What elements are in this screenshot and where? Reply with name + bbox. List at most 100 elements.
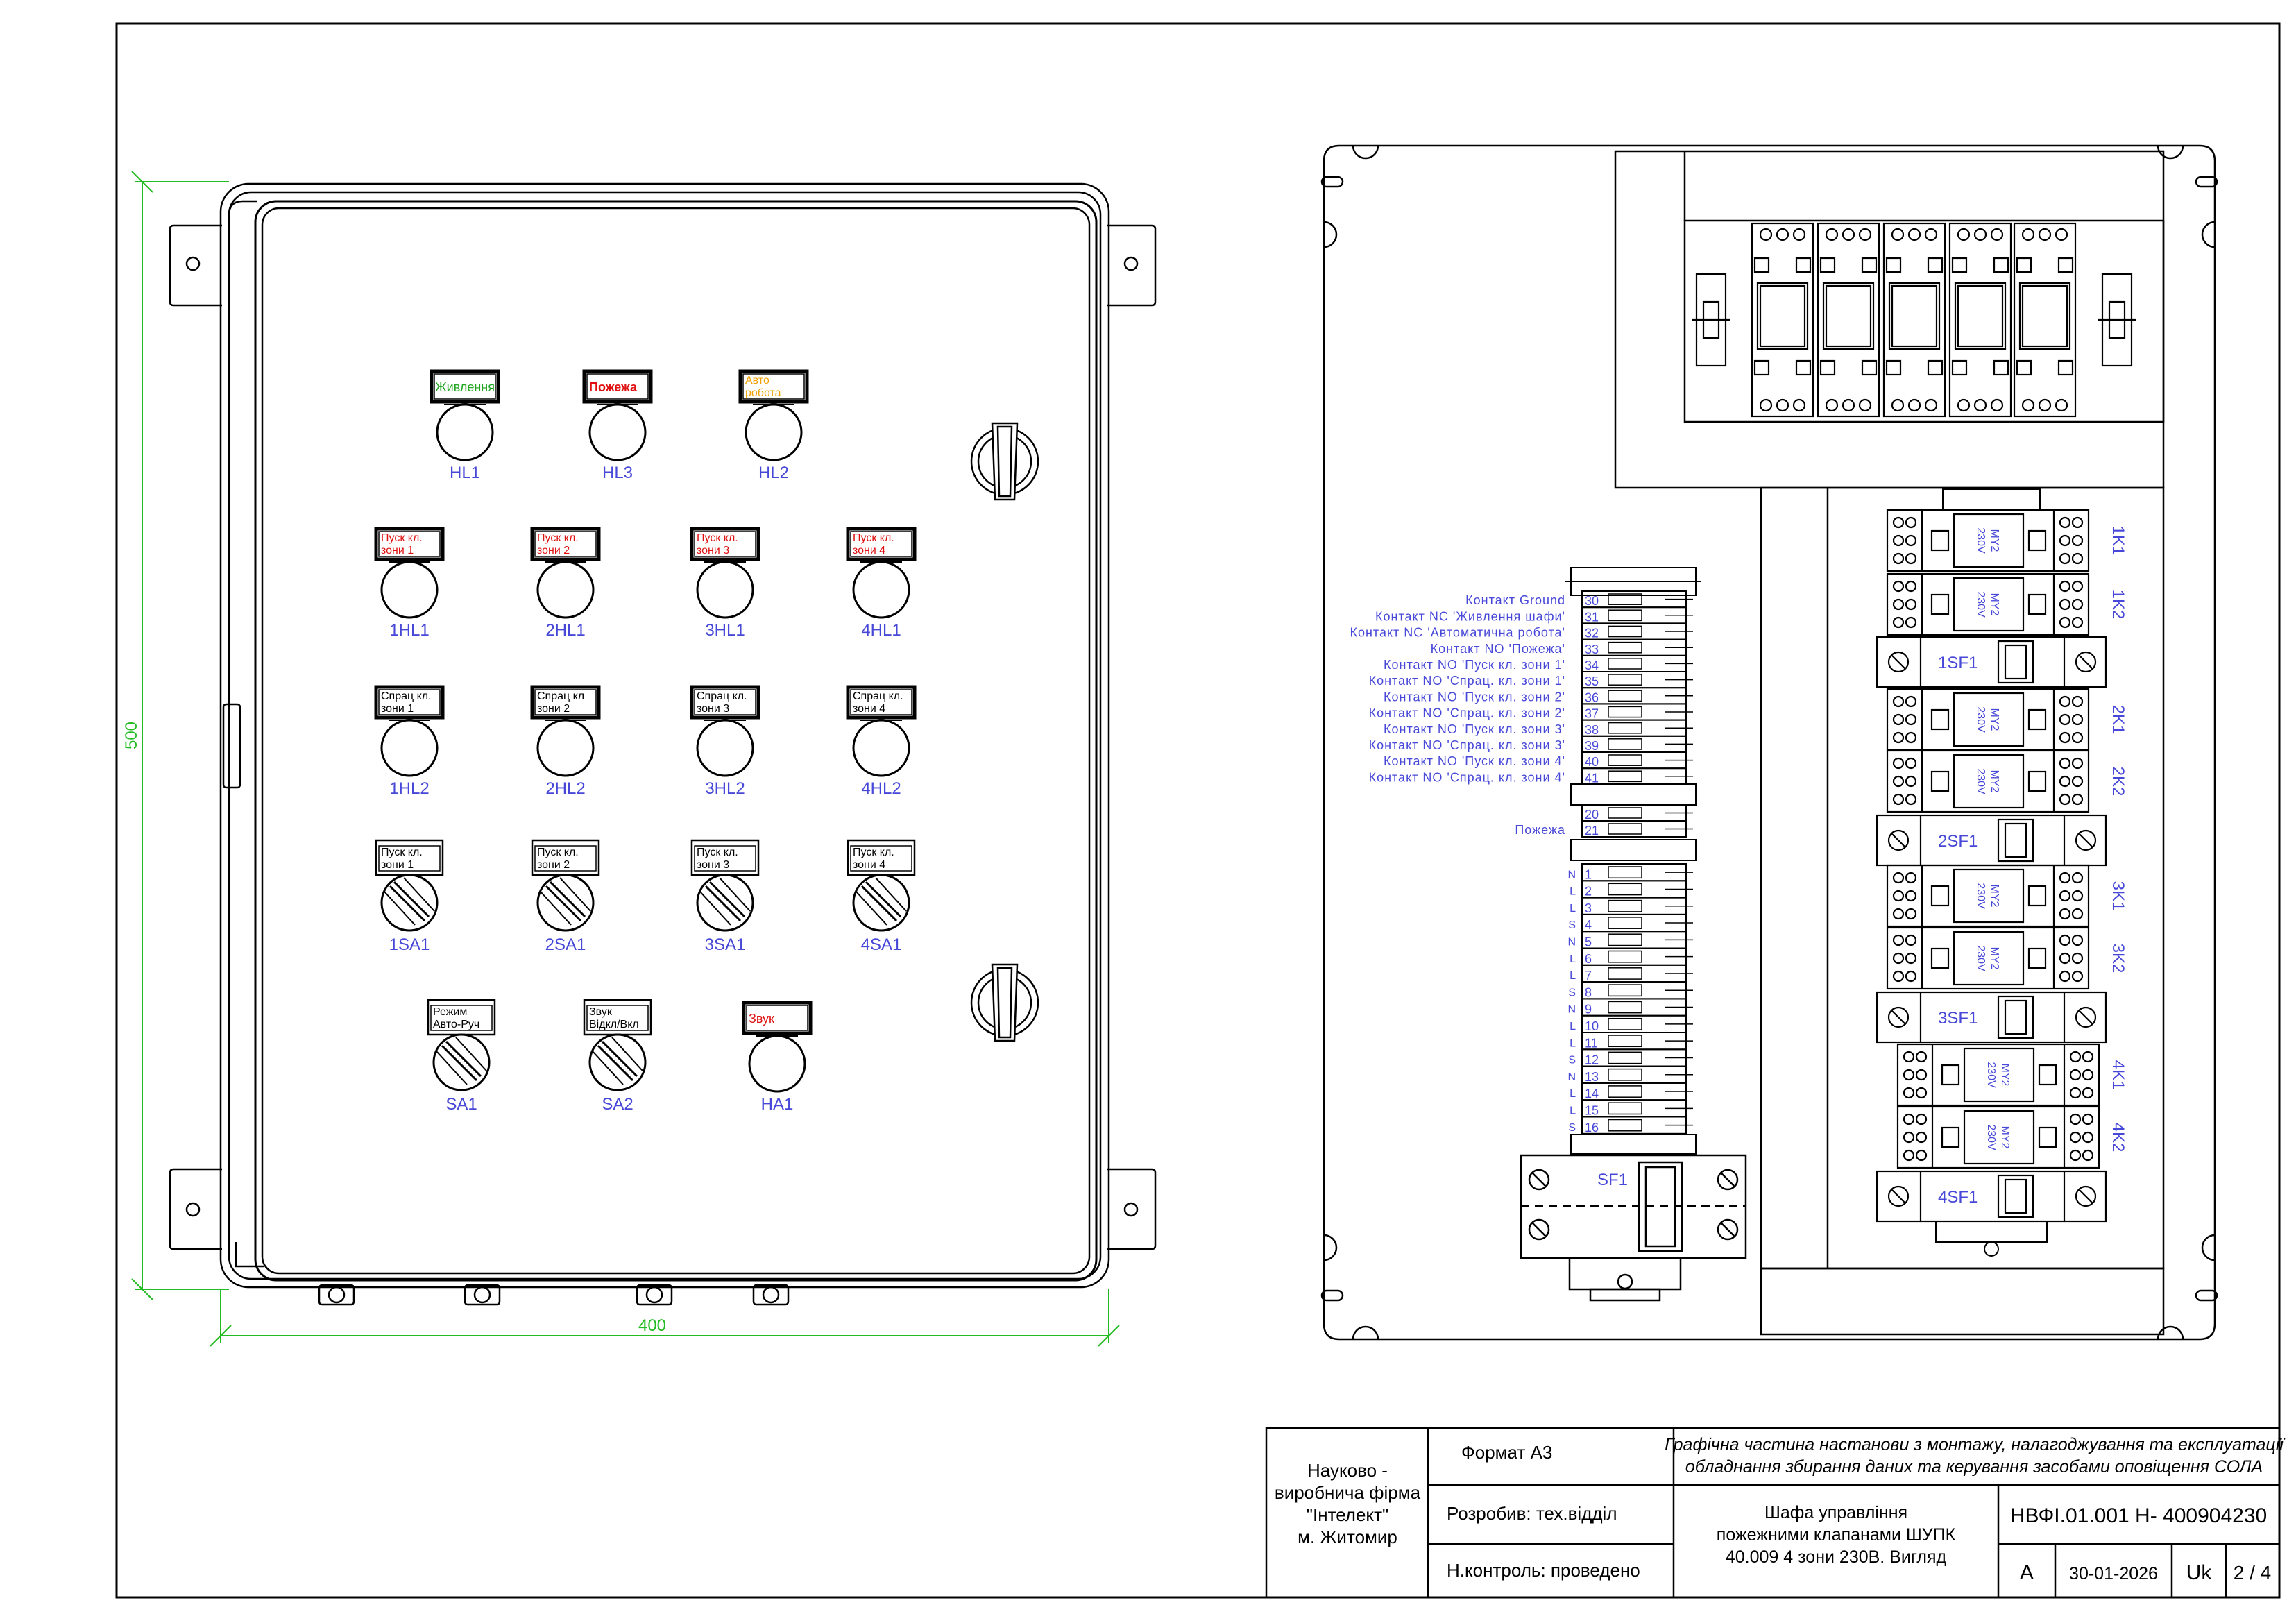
device-label-text: Спрац кл: [537, 690, 584, 702]
device-tag: SA1: [445, 1095, 477, 1114]
rotary-switch-icon: [588, 1033, 647, 1091]
terminal-number: 14: [1585, 1087, 1599, 1101]
device-label-plate: [690, 685, 760, 720]
terminal-description: L: [1570, 1088, 1576, 1100]
device-tag: 2HL1: [545, 621, 585, 640]
terminal-number: 35: [1585, 674, 1599, 688]
indicator-lamp-icon: [380, 719, 439, 777]
terminal-number: 21: [1585, 824, 1599, 838]
relay-model-text: MY2: [1999, 1064, 2011, 1087]
terminal-description: L: [1570, 1105, 1576, 1117]
terminal-rail: [1565, 567, 1701, 1155]
device-label-text: Спрац кл.: [853, 690, 903, 702]
rotary-switch-icon: [432, 1033, 491, 1091]
terminal-description: N: [1567, 869, 1576, 881]
device-tag: 1SA1: [389, 935, 430, 954]
relay-model-text: MY2: [1989, 770, 2000, 793]
terminal-6: 6L: [1570, 947, 1693, 966]
terminal-number: 20: [1585, 808, 1599, 822]
document-code: НВФІ.01.001 Н- 400904230: [2010, 1504, 2267, 1527]
terminal-number: 8: [1585, 985, 1592, 999]
terminal-5: 5N: [1567, 931, 1693, 949]
device-label-text: Пуск кл.: [697, 532, 738, 544]
terminal-number: 7: [1585, 969, 1592, 983]
doc-title-line2: обладнання збирання даних та керування з…: [1685, 1457, 2263, 1477]
terminal-8: 8S: [1568, 981, 1693, 999]
terminal-number: 16: [1585, 1121, 1599, 1135]
terminal-description: Контакт NO 'Спрац. кл. зони 2': [1369, 706, 1565, 720]
end-stop: [1692, 273, 1730, 367]
terminal-number: 2: [1585, 885, 1592, 899]
relay-model-text: MY2: [1989, 529, 2000, 552]
terminal-description: N: [1567, 937, 1576, 949]
terminal-2: 2L: [1570, 880, 1693, 899]
terminal-description: L: [1570, 903, 1576, 915]
rotary-switch-icon: [536, 874, 595, 932]
terminal-description: Контакт NO 'Пожежа': [1431, 642, 1565, 656]
device-label-plate: [742, 1001, 813, 1035]
door-lock-bottom-icon: [970, 963, 1039, 1042]
terminal-16: 16 S: [1568, 1116, 1693, 1135]
device-label-plate: [530, 527, 601, 561]
terminal-3: 3L: [1570, 897, 1693, 915]
dimension-width-label: 400: [638, 1316, 666, 1335]
relay-rail-top: [1942, 488, 2041, 511]
device-label-text: Відкл/Вкл: [589, 1019, 639, 1030]
indicator-lamp-icon: [696, 561, 754, 619]
terminal-description: Контакт NC 'Живлення шафи': [1375, 609, 1565, 623]
relay-tag: 4K2: [2109, 1123, 2127, 1153]
device-tag: 4HL2: [861, 779, 901, 798]
device-tag: HL3: [602, 464, 633, 482]
language-code: Uk: [2186, 1561, 2213, 1584]
device-label-plate: [690, 527, 760, 561]
sheet-title-line2: пожежними клапанами ШУПК: [1717, 1525, 1956, 1545]
terminal-number: 36: [1585, 690, 1599, 704]
relay-voltage-text: 230V: [1975, 706, 1987, 733]
indicator-lamp-icon: [852, 719, 910, 777]
device-label-text: зони 1: [381, 545, 414, 556]
relay-model-text: MY2: [1989, 593, 2000, 616]
terminal-1: 1N: [1567, 863, 1693, 881]
terminal-description: Контакт Ground: [1465, 593, 1565, 607]
relay-tag: 1K1: [2109, 526, 2127, 556]
terminal-description: Контакт NO 'Пуск кл. зони 2': [1384, 690, 1565, 704]
cable-glands: [318, 1284, 790, 1306]
mount-hole-icon: [1123, 1202, 1139, 1217]
relay-voltage-text: 230V: [1975, 527, 1987, 554]
terminal-15: 15L: [1570, 1099, 1693, 1118]
terminal-12: 12S: [1568, 1048, 1693, 1067]
terminal-description: S: [1568, 1122, 1576, 1134]
device-label-text: Спрац кл.: [381, 690, 432, 702]
sheet-title-line1: Шафа управління: [1764, 1503, 1907, 1522]
sheet-number: 2 / 4: [2234, 1562, 2271, 1583]
terminal-description: N: [1567, 1071, 1576, 1083]
terminal-description: S: [1568, 919, 1576, 931]
mount-tab-bottom-left: [169, 1168, 222, 1250]
device-label-text: Пуск кл.: [697, 847, 738, 858]
device-tag: 3HL1: [705, 621, 745, 640]
device-label-text: Пуск кл.: [381, 532, 423, 544]
device-label-text: Режим: [433, 1006, 467, 1018]
company-line4: м. Житомир: [1298, 1527, 1397, 1547]
breaker-label-sf1: SF1: [1597, 1171, 1628, 1189]
relay-tag: 3K1: [2109, 881, 2127, 911]
terminal-number: 32: [1585, 627, 1599, 640]
terminal-description: Контакт NO 'Спрац. кл. зони 3': [1369, 738, 1565, 752]
title-block: [1265, 1427, 2281, 1599]
hinge: [222, 703, 241, 789]
terminal-7: 7L: [1570, 964, 1693, 983]
device-label-text: Пожежа: [589, 380, 638, 394]
